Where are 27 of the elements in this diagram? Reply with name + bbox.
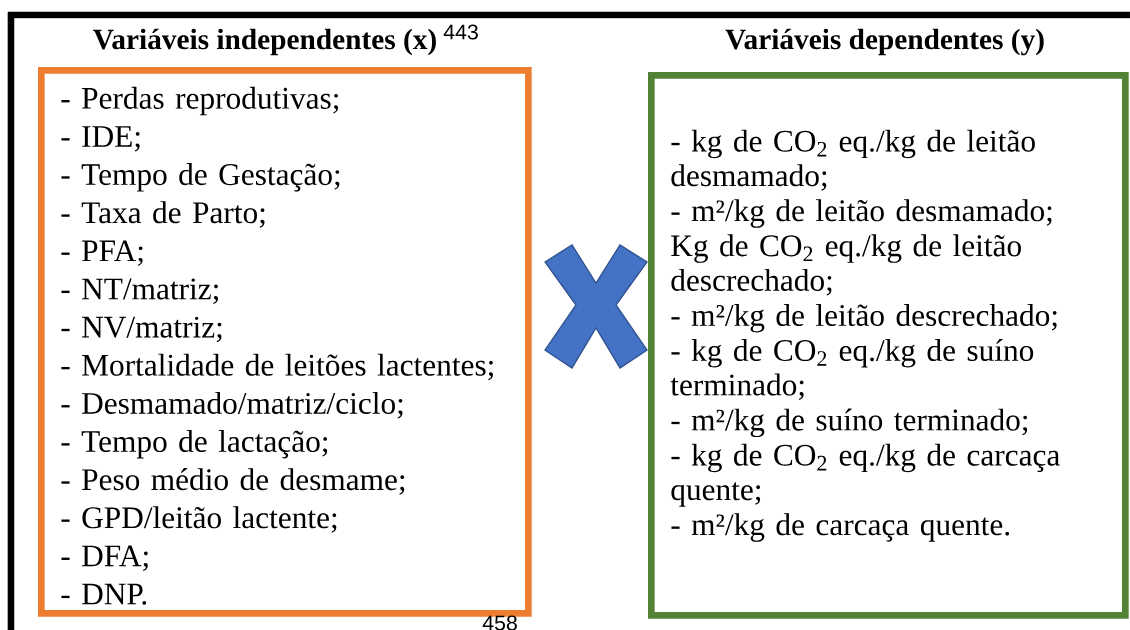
node-label: - PFA;	[61, 240, 143, 266]
node-label: - DFA;	[61, 545, 148, 571]
node-label: - IDE;	[61, 126, 140, 152]
cross-symbol	[544, 244, 648, 369]
node-label: - kg de CO$_{2}$ eq./kg de carcaça quente;	[671, 443, 1060, 507]
node-label: - Tempo de lactação;	[61, 430, 328, 459]
node-label: - kg de CO$_{2}$ eq./kg de suíno terminado;	[670, 338, 1034, 401]
node-label: - m²/kg de leitão desmamado;	[671, 199, 1052, 228]
node-label: - DNP.	[61, 583, 147, 605]
node-label: - m²/kg de carcaça quente.	[671, 513, 1010, 542]
node-label: - m²/kg de suíno terminado;	[671, 408, 1028, 438]
node-label: - Tempo de Gestação;	[61, 163, 340, 192]
node-label: - Perdas reprodutivas;	[61, 86, 339, 116]
node-label: - NV/matriz;	[61, 316, 222, 343]
box-heading: Variáveis independentes (x)	[93, 28, 436, 56]
node-label: - Desmamado/matriz/ciclo;	[61, 391, 403, 419]
node-label: - m²/kg de leitão descrechado;	[671, 303, 1057, 333]
node-label: Kg de CO$_{2}$ eq./kg de leitão descrechado;	[671, 234, 1021, 296]
node-label: - Taxa de Parto;	[61, 201, 265, 228]
node-label: - kg de CO$_{2}$ eq./kg de leitão desmamado;	[671, 129, 1035, 191]
list-box: - kg de CO$_{2}$ eq./kg de leitão desmamado; - m²/kg de leitão desmamado; Kg de CO$_{2}$ eq./kg de leitão descrechado; - m²/kg de leitão descrechado; - kg de CO$_{2}$ eq./kg de suíno terminado; - m²/kg de suíno terminado; - kg de CO$_{2}$ eq./kg de carcaça quente; - m²/kg de carcaça quente.	[648, 72, 1129, 619]
page-number: 443	[443, 24, 478, 40]
box-heading: Variáveis dependentes (y)	[725, 28, 1044, 56]
node-label: - Mortalidade de leitões lactentes;	[61, 353, 493, 381]
node-label: - NT/matriz;	[61, 278, 218, 305]
node-label: - GPD/leitão lactente;	[61, 506, 337, 533]
node-label: - Peso médio de desmame;	[61, 468, 405, 495]
